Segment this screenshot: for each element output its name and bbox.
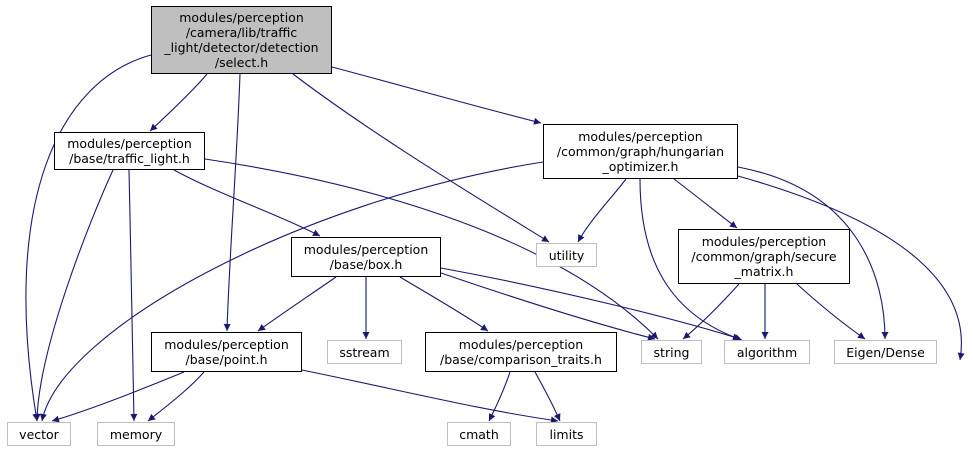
node-vector: vector — [7, 422, 71, 446]
node-traffic-light-h[interactable]: modules/perception /base/traffic_light.h — [54, 132, 205, 170]
edge-box-to-comparison-traits — [399, 276, 489, 332]
edge-point-to-vector — [51, 371, 185, 423]
edge-box-to-point — [257, 276, 337, 332]
edge-hungarian-to-utility — [577, 178, 627, 243]
edge-hungarian-to-eigen-dense — [737, 166, 889, 340]
node-box-h[interactable]: modules/perception /base/box.h — [291, 237, 441, 277]
edge-box-to-algorithm — [440, 267, 741, 341]
node-utility: utility — [536, 243, 597, 267]
node-sstream: sstream — [327, 340, 402, 364]
edge-comparison-traits-to-limits — [534, 371, 561, 422]
edge-hungarian-to-secure-matrix — [673, 178, 738, 229]
edge-point-to-limits — [301, 369, 559, 424]
edge-traffic-light-to-string — [204, 158, 659, 340]
node-point-h[interactable]: modules/perception /base/point.h — [151, 332, 302, 372]
edge-select-to-hungarian — [331, 66, 542, 125]
node-secure-matrix-h[interactable]: modules/perception /common/graph/secure … — [678, 229, 850, 284]
edge-box-to-string — [440, 272, 656, 341]
edge-hungarian-to-algorithm — [639, 178, 743, 342]
edge-select-to-utility — [292, 73, 550, 243]
edge-select-to-point — [223, 73, 241, 332]
edge-secure-matrix-to-eigen-dense — [796, 283, 866, 340]
node-limits: limits — [536, 422, 597, 446]
edge-select-to-vector — [25, 54, 152, 422]
edge-traffic-light-to-memory — [128, 169, 138, 422]
node-algorithm: algorithm — [724, 340, 810, 364]
edge-hungarian-to-limits — [737, 175, 965, 361]
edge-select-to-traffic-light — [149, 73, 208, 132]
edge-point-to-memory — [147, 371, 205, 422]
node-memory: memory — [97, 422, 175, 446]
edge-traffic-light-to-box — [173, 169, 321, 237]
edge-secure-matrix-to-string — [682, 283, 740, 340]
edge-hungarian-to-vector — [39, 161, 544, 422]
edge-traffic-light-to-vector — [33, 169, 114, 422]
node-string: string — [641, 340, 702, 364]
node-select-h: modules/perception /camera/lib/traffic _… — [151, 6, 332, 74]
edge-comparison-traits-to-cmath — [488, 371, 511, 422]
node-eigen-dense: Eigen/Dense — [834, 340, 937, 364]
node-comparison-traits-h[interactable]: modules/perception /base/comparison_trai… — [425, 332, 617, 372]
node-hungarian-optimizer-h[interactable]: modules/perception /common/graph/hungari… — [543, 124, 738, 179]
node-cmath: cmath — [447, 422, 511, 446]
